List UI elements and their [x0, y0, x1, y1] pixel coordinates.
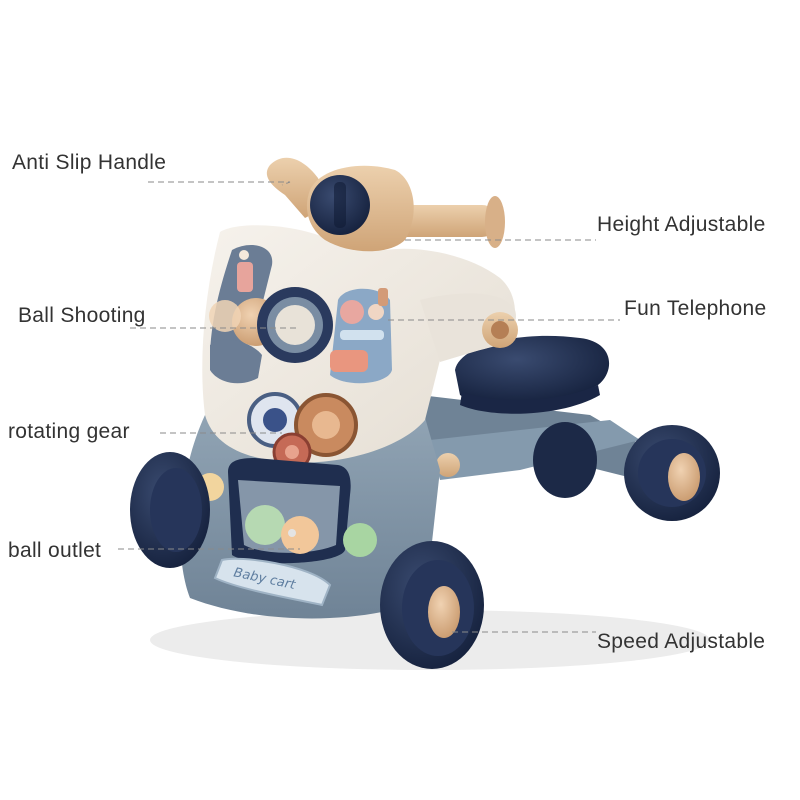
leader-lines [118, 181, 620, 633]
label-fun-telephone: Fun Telephone [624, 297, 767, 320]
ball-hole [257, 287, 333, 363]
label-ball-outlet: ball outlet [8, 539, 102, 562]
button-green [343, 523, 377, 557]
label-rotating-gear: rotating gear [8, 420, 130, 443]
ball-outlet-window [228, 458, 351, 564]
label-anti-slip-handle: Anti Slip Handle [12, 151, 167, 174]
label-speed-adjustable: Speed Adjustable [597, 630, 766, 653]
ball-shooter [209, 245, 280, 384]
label-ball-shooting: Ball Shooting [18, 304, 146, 327]
rotating-gears [247, 392, 358, 472]
front-wheel-right [380, 541, 484, 669]
leader-anti-slip-handle [148, 181, 291, 186]
handlebar [266, 157, 505, 252]
label-height-adjustable: Height Adjustable [597, 213, 766, 236]
rear-wheel-right [624, 425, 720, 521]
baby-cart-badge: Baby cart [213, 557, 332, 607]
speed-knob [482, 312, 518, 348]
seat [455, 335, 610, 414]
telephone [330, 288, 392, 384]
front-wheel-left [130, 452, 210, 568]
rear-wheel-left [533, 422, 597, 498]
